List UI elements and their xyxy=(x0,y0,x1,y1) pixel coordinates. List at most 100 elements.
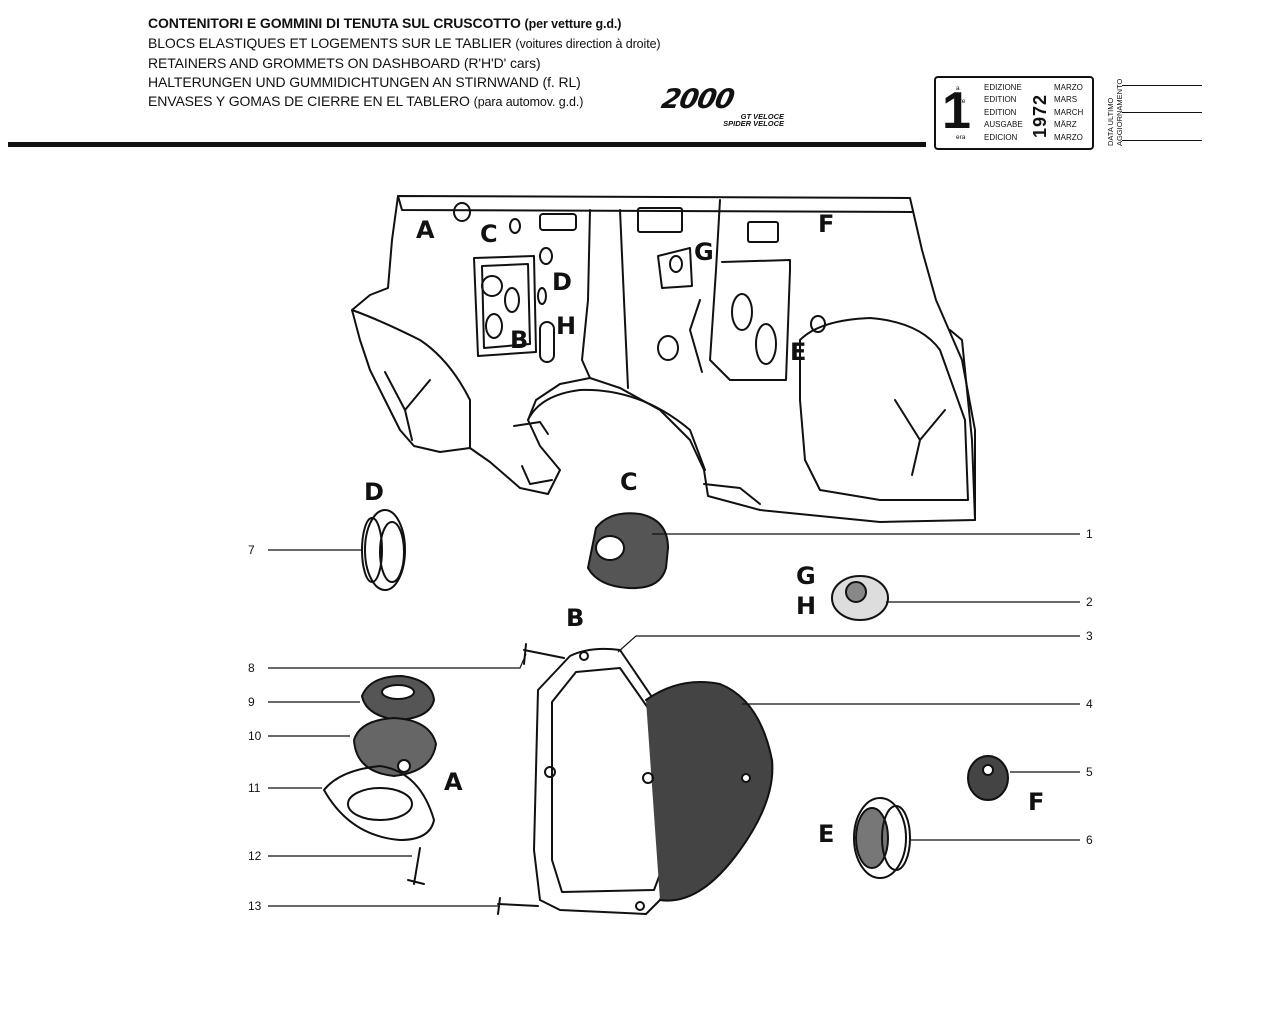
plug-f xyxy=(967,755,1009,801)
wheel-arch-left xyxy=(351,309,471,449)
panel-letter-b: B xyxy=(510,326,529,354)
tunnel-opening xyxy=(527,388,706,471)
ref-2: 2 xyxy=(1086,595,1093,609)
panel-hole xyxy=(539,247,553,265)
title-line-it: CONTENITORI E GOMMINI DI TENUTA SUL CRUS… xyxy=(148,15,622,31)
grommet-d xyxy=(364,509,406,591)
part-letter-g: G xyxy=(796,562,816,590)
edition-words: EDIZIONE EDITION EDITION AUSGABE EDICION xyxy=(984,83,1023,142)
panel-hole xyxy=(504,287,520,313)
ref-12: 12 xyxy=(248,849,262,863)
ref-7: 7 xyxy=(248,543,255,557)
edition-ordinal: ere xyxy=(956,98,966,105)
ref-13: 13 xyxy=(248,899,262,913)
panel-hole xyxy=(453,202,471,222)
part-letter-d: D xyxy=(364,478,384,506)
retainer-hole xyxy=(544,766,556,778)
panel-y-mark xyxy=(894,399,946,476)
panel-slot xyxy=(539,321,555,363)
part-letter-a: A xyxy=(444,768,463,796)
screw-13 xyxy=(497,897,539,915)
panel-hole xyxy=(509,218,521,234)
update-line xyxy=(1122,112,1202,113)
retainer-cover xyxy=(645,681,774,902)
leader-3 xyxy=(617,635,1080,653)
header-rule xyxy=(8,142,926,147)
edition-box: 1 a ere st . era EDIZIONE EDITION EDITIO… xyxy=(934,76,1094,150)
panel-hole xyxy=(537,287,547,305)
logo-gt-veloce: GT VELOCE xyxy=(740,112,784,121)
model-logo: 2000 GT VELOCE SPIDER VELOCE xyxy=(659,84,788,130)
leader-8 xyxy=(268,653,527,669)
block-c-cut xyxy=(595,535,625,561)
grommet-e-back xyxy=(881,805,911,871)
panel-hole xyxy=(731,293,753,331)
pedal-plate xyxy=(473,255,537,357)
panel-letter-a: A xyxy=(416,216,435,244)
panel-right-flange xyxy=(949,329,976,521)
panel-hole xyxy=(485,313,503,339)
flange-11-opening xyxy=(347,787,413,821)
title-line-de: HALTERUNGEN UND GUMMIDICHTUNGEN AN STIRN… xyxy=(148,74,581,90)
ref-3: 3 xyxy=(1086,629,1093,643)
edition-ordinal: a xyxy=(956,85,960,92)
panel-letter-h: H xyxy=(556,312,577,340)
logo-spider-veloce: SPIDER VELOCE xyxy=(723,119,784,128)
ref-10: 10 xyxy=(248,729,262,743)
title-line-es: ENVASES Y GOMAS DE CIERRE EN EL TABLERO … xyxy=(148,93,584,109)
panel-rib xyxy=(689,299,703,373)
ref-1: 1 xyxy=(1086,527,1093,541)
panel-hole xyxy=(755,323,777,365)
screw-8 xyxy=(523,643,565,665)
panel-letter-g: G xyxy=(694,238,714,266)
update-line xyxy=(1122,140,1202,141)
title-line-en: RETAINERS AND GROMMETS ON DASHBOARD (R'H… xyxy=(148,55,541,71)
grommet-e xyxy=(853,797,907,879)
center-tunnel-2 xyxy=(619,209,629,389)
part-letter-f: F xyxy=(1028,788,1045,816)
panel-letter-c: C xyxy=(480,220,498,248)
panel-top-edge xyxy=(397,195,913,213)
retainer-hole xyxy=(642,772,654,784)
edition-months: MARZO MARS MARCH MÄRZ MARZO xyxy=(1054,83,1084,142)
ref-4: 4 xyxy=(1086,697,1093,711)
ref-6: 6 xyxy=(1086,833,1093,847)
part-letter-e: E xyxy=(818,820,835,848)
grommet-e-inner xyxy=(855,807,889,869)
panel-hole xyxy=(657,335,679,361)
grommet-d-inner xyxy=(379,521,405,583)
part-letter-b: B xyxy=(566,604,585,632)
retainer-hole xyxy=(635,901,645,911)
ref-9: 9 xyxy=(248,695,255,709)
block-c xyxy=(587,512,669,590)
panel-letter-f: F xyxy=(818,210,835,238)
title-block: CONTENITORI E GOMMINI DI TENUTA SUL CRUS… xyxy=(148,14,661,112)
panel-step xyxy=(703,483,761,505)
part-letter-c: C xyxy=(620,468,638,496)
wheel-arch-right xyxy=(799,317,969,501)
right-recess xyxy=(709,199,791,381)
plug-f-center xyxy=(982,764,994,776)
retainer-hole xyxy=(579,651,589,661)
panel-hole xyxy=(481,275,503,297)
ref-8: 8 xyxy=(248,661,255,675)
edition-ordinal: st xyxy=(956,110,962,117)
screw-12 xyxy=(407,847,425,885)
edition-ordinal: era xyxy=(956,134,966,141)
update-line xyxy=(1122,85,1202,86)
panel-y-mark xyxy=(384,371,431,441)
panel-slot xyxy=(539,213,577,231)
part-letter-h: H xyxy=(796,592,817,620)
grommet-10 xyxy=(353,717,437,777)
panel-letter-d: D xyxy=(552,268,572,296)
edition-ordinal: . xyxy=(956,122,958,129)
panel-hole xyxy=(810,315,826,333)
edition-number: 1 xyxy=(942,82,971,140)
ref-5: 5 xyxy=(1086,765,1093,779)
panel-slot xyxy=(747,221,779,243)
pedal-plate-inner xyxy=(481,263,531,349)
panel-letter-e: E xyxy=(790,338,807,366)
grommet-10-hole xyxy=(397,759,411,773)
panel-box-g xyxy=(657,247,693,289)
